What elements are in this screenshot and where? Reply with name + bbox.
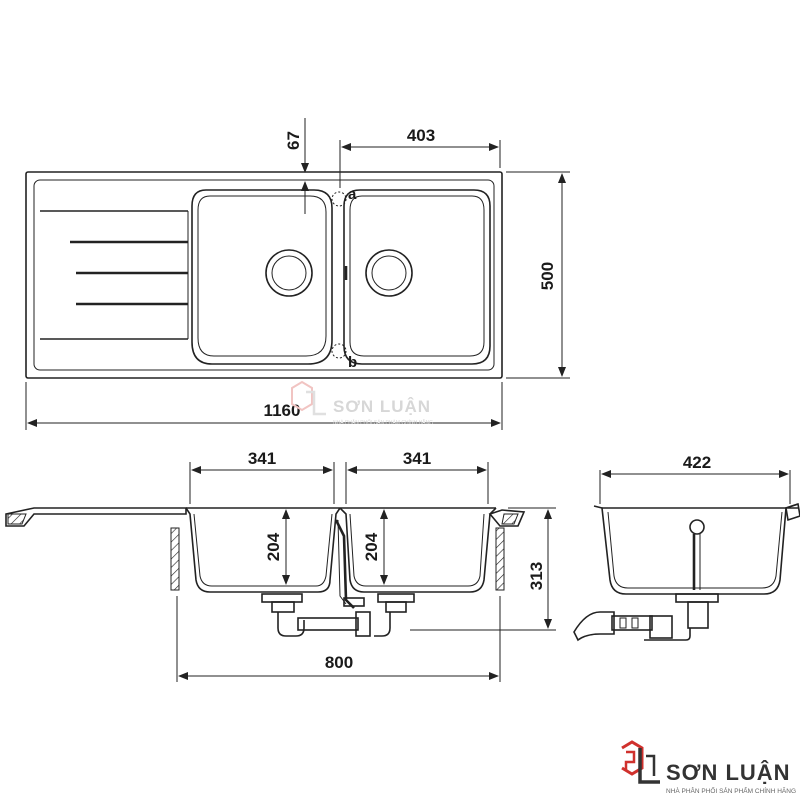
side-waste-trap [573, 593, 719, 642]
watermark: SƠN LUẬN NHÀ PHÂN PHỐI SẢN PHẨM CHÍNH HÃ… [291, 380, 433, 426]
watermark-tagline: NHÀ PHÂN PHỐI SẢN PHẨM CHÍNH HÃNG [333, 419, 433, 426]
dim-1160-label: 1160 [264, 401, 301, 420]
dim-341-right-label: 341 [403, 449, 431, 468]
drainboard-profile [5, 507, 187, 527]
dim-422-label: 422 [683, 453, 711, 472]
left-bowl [191, 189, 333, 365]
counter-right [495, 527, 505, 591]
front-section-view: 341 341 204 204 313 800 [5, 449, 556, 682]
dim-800-label: 800 [325, 653, 353, 672]
brand-logo-name: SƠN LUẬN [666, 760, 791, 785]
left-drain-icon [265, 249, 313, 297]
dim-204-left-label: 204 [264, 532, 283, 561]
overflow-pipe [334, 519, 355, 609]
tap-hole-a-icon [331, 191, 347, 207]
dim-500-label: 500 [538, 262, 557, 290]
brand-logo-icon [621, 740, 660, 784]
tap-hole-b-label: b [348, 354, 357, 371]
dim-204-right-label: 204 [362, 532, 381, 561]
left-waste-trap [261, 593, 371, 637]
left-bowl-section [185, 507, 341, 593]
right-drain-icon [365, 249, 413, 297]
watermark-logo-icon [291, 380, 313, 412]
dim-313-label: 313 [527, 562, 546, 590]
sink-inner-rim [33, 179, 495, 371]
brand-logo-tagline: NHÀ PHÂN PHỐI SẢN PHẨM CHÍNH HÃNG [666, 785, 796, 795]
watermark-name: SƠN LUẬN [333, 397, 431, 416]
tap-hole-a-label: a [348, 186, 357, 203]
right-bowl-section [339, 507, 497, 593]
tap-hole-b-icon [331, 343, 347, 359]
overflow-knob-icon [689, 519, 705, 535]
dim-67-label: 67 [284, 131, 303, 150]
dim-403-label: 403 [407, 126, 435, 145]
right-waste-trap [374, 593, 415, 637]
counter-left [170, 527, 180, 591]
right-bowl [343, 189, 491, 365]
sink-outline [25, 171, 503, 379]
side-bowl-section [593, 503, 799, 595]
dim-341-left-label: 341 [248, 449, 276, 468]
top-view: a b 67 403 500 1160 [25, 118, 570, 430]
side-section-view: 422 [573, 453, 800, 642]
drainboard [40, 210, 189, 340]
brand-logo: SƠN LUẬN NHÀ PHÂN PHỐI SẢN PHẨM CHÍNH HÃ… [621, 740, 796, 795]
